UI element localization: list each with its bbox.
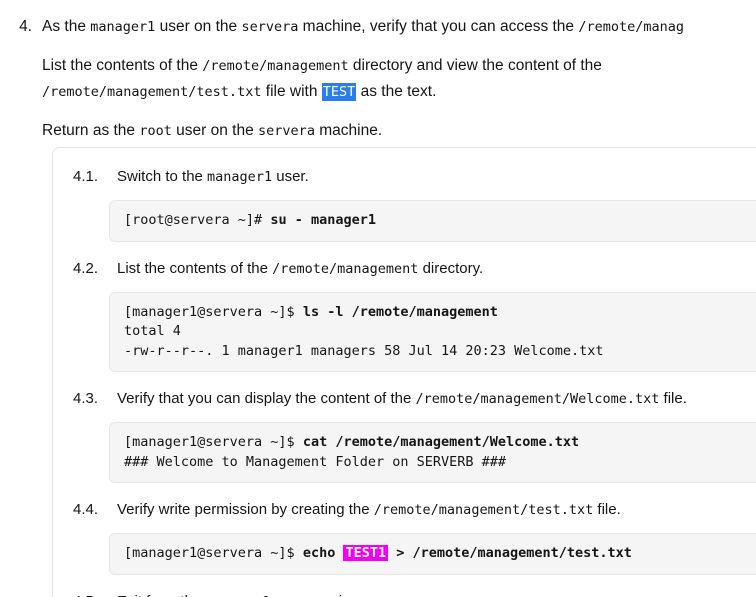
- shell-output-line: -rw-r--r--. 1 manager1 managers 58 Jul 1…: [124, 342, 604, 359]
- step-body: As the manager1 user on the servera mach…: [42, 14, 756, 144]
- shell-output-line: ### Welcome to Management Folder on SERV…: [124, 453, 507, 470]
- code-block-4-4[interactable]: [manager1@servera ~]$ echo TEST1 > /remo…: [109, 533, 756, 575]
- substep-4-5: 4.5. Exit from the manager1 user session…: [53, 589, 756, 597]
- substep-text: Verify that you can display the content …: [117, 386, 756, 412]
- prose-text: file.: [659, 390, 687, 407]
- shell-prompt: [manager1@servera ~]$: [124, 434, 303, 450]
- shell-output-line: total 4: [124, 323, 181, 339]
- step-paragraph-2: List the contents of the /remote/managem…: [42, 53, 756, 105]
- inline-code: /remote/manag: [578, 19, 685, 35]
- inline-code: /remote/management: [272, 260, 419, 277]
- substep-text: Exit from the manager1 user session.: [117, 589, 756, 597]
- step-number: 4.: [19, 18, 32, 35]
- inline-code: servera: [241, 19, 299, 35]
- inline-code: servera: [258, 123, 315, 139]
- highlighted-token-test1: TEST1: [343, 545, 389, 561]
- substep-number: 4.4.: [73, 501, 99, 518]
- code-block-4-2[interactable]: [manager1@servera ~]$ ls -l /remote/mana…: [109, 291, 756, 372]
- step-paragraph-3: Return as the root user on the servera m…: [42, 118, 756, 144]
- prose-text: machine.: [314, 122, 383, 139]
- substep-text: Switch to the manager1 user.: [117, 164, 756, 190]
- prose-text: As the: [42, 18, 91, 35]
- prose-text: Return as the: [42, 122, 140, 139]
- step-4-row: 4. As the manager1 user on the servera m…: [0, 14, 756, 144]
- shell-prompt: [root@servera ~]#: [124, 212, 271, 228]
- inline-code: /remote/management/Welcome.txt: [415, 391, 660, 407]
- prose-text: user session.: [270, 593, 363, 597]
- shell-command: cat /remote/management/Welcome.txt: [302, 434, 580, 450]
- substep-4-1: 4.1. Switch to the manager1 user.: [53, 164, 756, 190]
- prose-text: user on the: [171, 122, 259, 139]
- shell-command-post: > /remote/management/test.txt: [388, 545, 632, 561]
- substep-text: List the contents of the /remote/managem…: [117, 256, 756, 282]
- substep-text: Verify write permission by creating the …: [117, 497, 756, 523]
- inline-code: /remote/management: [202, 58, 349, 74]
- code-block-4-1[interactable]: [root@servera ~]# su - manager1: [109, 200, 756, 242]
- shell-command-pre: echo: [302, 545, 344, 561]
- code-block-4-3[interactable]: [manager1@servera ~]$ cat /remote/manage…: [109, 422, 756, 483]
- prose-text: Verify that you can display the content …: [117, 390, 416, 407]
- prose-text: user on the: [155, 18, 242, 35]
- prose-text: file.: [593, 501, 621, 518]
- substep-number: 4.3.: [73, 390, 99, 407]
- substep-number: 4.1.: [73, 168, 99, 185]
- prose-text: directory and view the content of the: [348, 57, 602, 74]
- shell-command: su - manager1: [270, 212, 376, 228]
- inline-code: manager1: [205, 594, 270, 597]
- substep-number: 4.5.: [73, 589, 117, 597]
- inline-code: root: [139, 123, 172, 139]
- inline-code: /remote/management/test.txt: [42, 84, 262, 100]
- shell-command: ls -l /remote/management: [302, 303, 498, 320]
- substep-4-4: 4.4. Verify write permission by creating…: [53, 497, 756, 523]
- substeps-panel: 4.1. Switch to the manager1 user. [root@…: [52, 147, 756, 597]
- substep-4-2: 4.2. List the contents of the /remote/ma…: [53, 256, 756, 282]
- prose-text: Switch to the: [117, 168, 208, 185]
- substep-number: 4.2.: [73, 259, 99, 277]
- prose-text: Exit from the: [117, 593, 205, 597]
- step-4: 4. As the manager1 user on the servera m…: [0, 0, 756, 144]
- prose-text: file with: [261, 83, 322, 100]
- prose-text: List the contents of the: [42, 57, 203, 74]
- substep-4-3: 4.3. Verify that you can display the con…: [53, 386, 756, 412]
- prose-text: user.: [272, 168, 309, 185]
- prose-text: directory.: [418, 259, 484, 277]
- inline-code: /remote/management/test.txt: [373, 502, 594, 518]
- highlighted-token-test: TEST: [321, 83, 357, 101]
- inline-code: manager1: [207, 169, 273, 185]
- prose-text: as the text.: [356, 83, 437, 100]
- prose-text: machine, verify that you can access the: [298, 18, 579, 35]
- prose-text: Verify write permission by creating the: [117, 501, 374, 518]
- inline-code: manager1: [90, 19, 156, 35]
- shell-prompt: [manager1@servera ~]$: [124, 545, 303, 561]
- prose-text: List the contents of the: [117, 259, 273, 277]
- step-paragraph-1: As the manager1 user on the servera mach…: [42, 14, 756, 40]
- shell-prompt: [manager1@servera ~]$: [124, 303, 303, 320]
